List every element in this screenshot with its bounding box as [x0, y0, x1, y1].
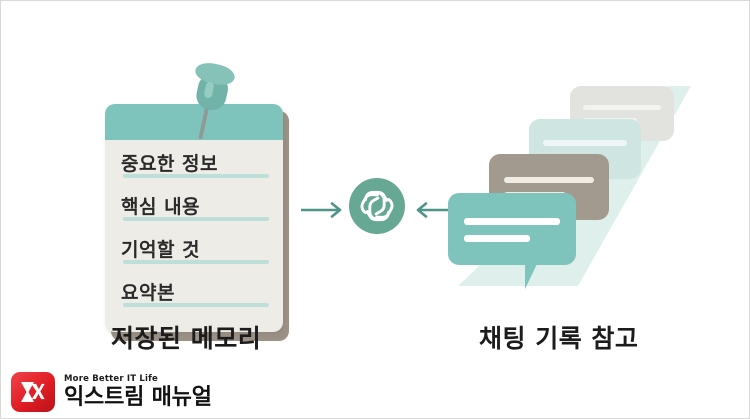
pushpin-icon [187, 56, 243, 142]
chat-bubble-line [504, 177, 594, 183]
note-line-text: 요약본 [121, 282, 175, 304]
chat-bubble-body [448, 193, 576, 265]
watermark-site-name: 익스트림 매뉴얼 [64, 385, 212, 410]
note-line: 핵심 내용 [121, 192, 269, 235]
note-line-rule [123, 174, 269, 178]
watermark-tagline: More Better IT Life [64, 374, 159, 384]
note-line-text: 기억할 것 [121, 239, 201, 261]
note-line: 요약본 [121, 278, 269, 321]
chat-bubble-tail [525, 264, 537, 289]
saved-memory-illustration: 중요한 정보 핵심 내용 기억할 것 요약본 [101, 56, 301, 341]
note-line: 기억할 것 [121, 235, 269, 278]
note-line: 중요한 정보 [121, 149, 269, 192]
caption-chat-history: 채팅 기록 참고 [479, 324, 639, 353]
openai-logo-icon [349, 178, 405, 234]
arrow-right-icon [301, 201, 347, 219]
chat-bubble-line [543, 140, 627, 146]
watermark-text: More Better IT Life 익스트림 매뉴얼 [64, 374, 212, 410]
note-line-rule [123, 303, 269, 307]
note-line-text: 핵심 내용 [121, 196, 201, 218]
note-line-rule [123, 217, 269, 221]
chat-history-stack [448, 86, 691, 311]
note-header-bar [105, 104, 283, 140]
note-line-rule [123, 260, 269, 264]
extreme-manual-logo-icon [11, 372, 55, 412]
chat-bubble-line [583, 105, 661, 110]
chat-bubble [448, 193, 576, 291]
chat-bubble-line [464, 235, 530, 242]
note-card: 중요한 정보 핵심 내용 기억할 것 요약본 [105, 104, 283, 332]
note-line-text: 중요한 정보 [121, 153, 219, 175]
note-line-list: 중요한 정보 핵심 내용 기억할 것 요약본 [105, 140, 283, 332]
chat-bubble-line [464, 218, 560, 225]
caption-saved-memory: 저장된 메모리 [111, 324, 262, 353]
site-watermark: More Better IT Life 익스트림 매뉴얼 [11, 372, 212, 412]
